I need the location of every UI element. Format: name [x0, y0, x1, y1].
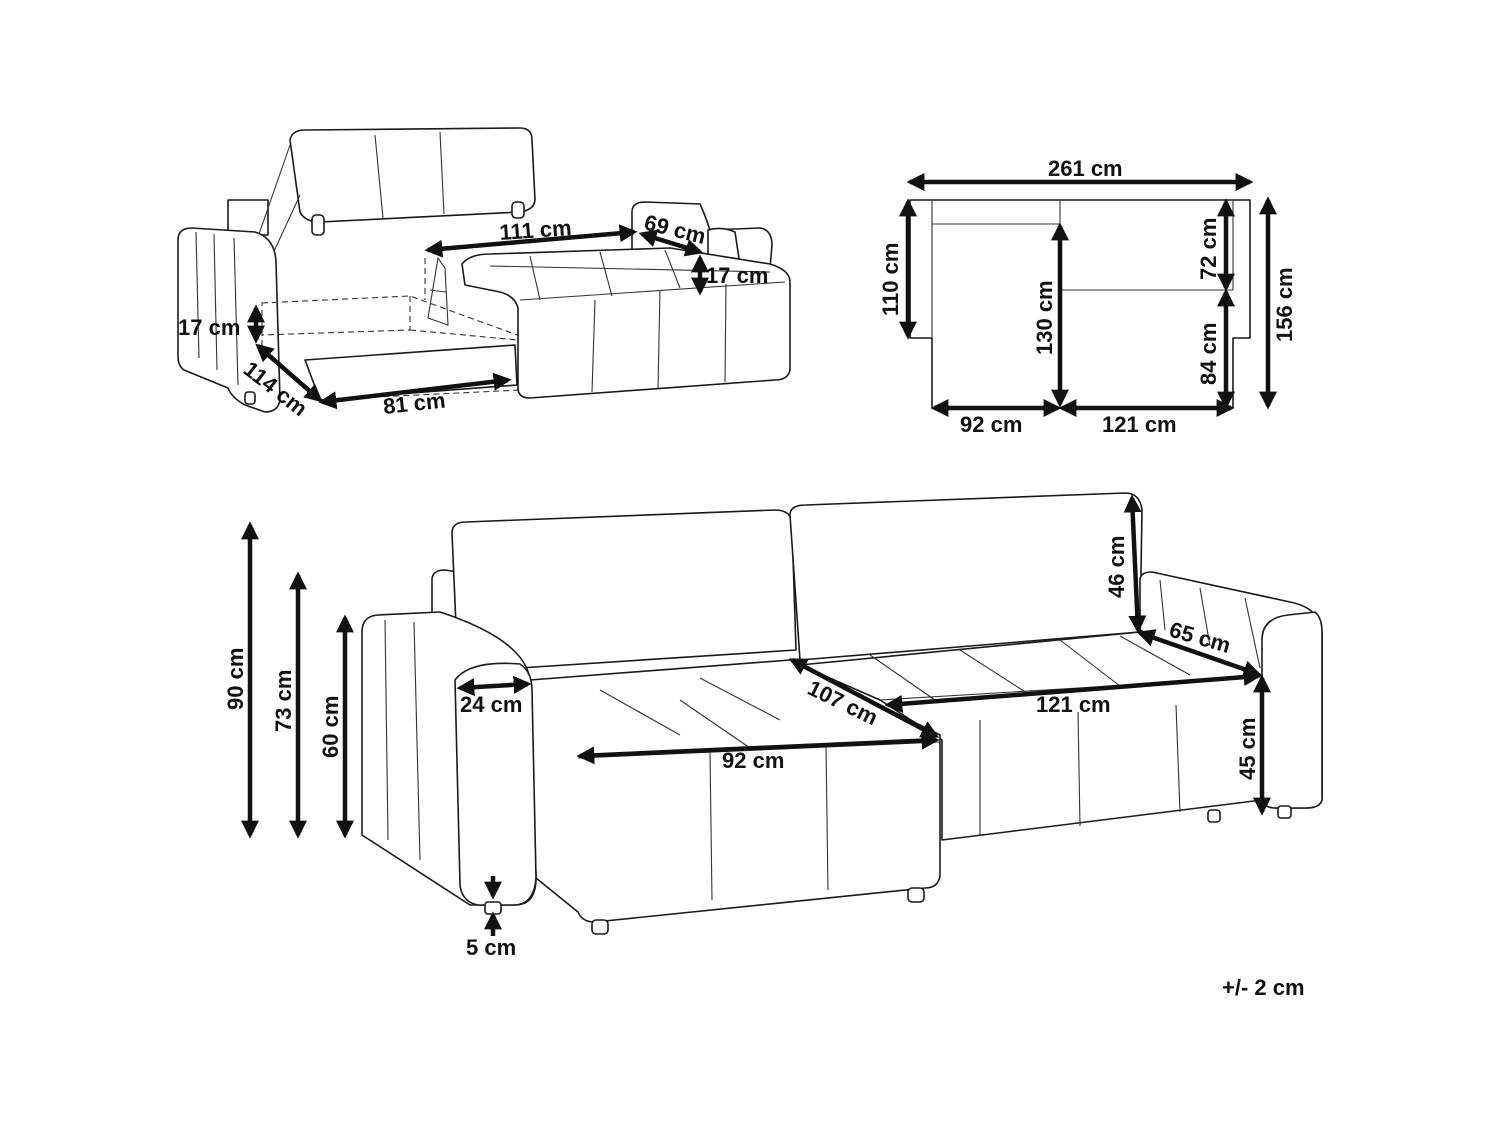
back-rest-left: [227, 199, 269, 236]
label-46: 46 cm: [1104, 536, 1129, 598]
label-156: 156 cm: [1272, 267, 1297, 342]
right-seat-top-seams: [489, 249, 771, 301]
dim-arrow-81: [318, 372, 512, 410]
front-view: [361, 492, 1323, 935]
label-121-top: 121 cm: [1102, 412, 1177, 437]
left-leg: [484, 901, 502, 915]
left-arm-leg: [244, 391, 256, 405]
dim-arrow-111: [424, 224, 638, 258]
mid-leg: [1207, 809, 1221, 823]
label-60: 60 cm: [318, 696, 343, 758]
label-92-front: 92 cm: [722, 748, 784, 773]
label-84: 84 cm: [1196, 323, 1221, 385]
dim-arrow-107: [788, 658, 940, 738]
top-dimensions: 261 cm 110 cm 130 cm 72 cm 84 cm 156 cm …: [878, 156, 1297, 437]
right-leg: [1277, 805, 1292, 819]
left-arm: [177, 227, 281, 413]
label-90: 90 cm: [223, 648, 248, 710]
label-261: 261 cm: [1048, 156, 1123, 181]
lid-leg-left: [311, 214, 325, 236]
label-73: 73 cm: [271, 670, 296, 732]
dim-arrow-24: [456, 675, 532, 697]
tolerance-note: +/- 2 cm: [1222, 975, 1305, 1000]
label-111: 111 cm: [499, 215, 573, 245]
storage-box-inner: [261, 296, 519, 341]
lid-leg-right: [511, 201, 525, 219]
gas-strut: [427, 256, 449, 326]
left-arm-face: [454, 662, 537, 906]
right-arm-front: [1261, 611, 1323, 809]
back-cushion-right: [789, 492, 1143, 661]
label-130: 130 cm: [1032, 280, 1057, 355]
dim-arrow-69: [638, 229, 704, 257]
label-17-right: 17 cm: [706, 263, 768, 288]
chaise-leg-front: [591, 919, 609, 935]
dim-arrow-65: [1136, 629, 1262, 678]
label-81: 81 cm: [382, 388, 447, 419]
dim-arrow-92-front: [576, 731, 940, 765]
lifted-lid: [289, 127, 536, 223]
label-121-front: 121 cm: [1036, 692, 1111, 717]
label-92-top: 92 cm: [960, 412, 1022, 437]
dim-arrow-114: [255, 343, 323, 403]
left-arm-seams: [384, 619, 421, 861]
label-45: 45 cm: [1235, 718, 1260, 780]
label-24: 24 cm: [460, 692, 522, 717]
label-72: 72 cm: [1196, 218, 1221, 280]
label-5: 5 cm: [466, 935, 516, 960]
dim-arrow-121-front: [884, 668, 1262, 713]
label-17-left: 17 cm: [178, 315, 240, 340]
dim-arrow-46: [1123, 494, 1147, 634]
label-110: 110 cm: [878, 243, 903, 316]
lid-seams: [374, 131, 445, 219]
chaise-leg-back: [907, 887, 925, 903]
left-arm-seams: [195, 231, 239, 386]
right-seat-seams: [519, 281, 786, 393]
